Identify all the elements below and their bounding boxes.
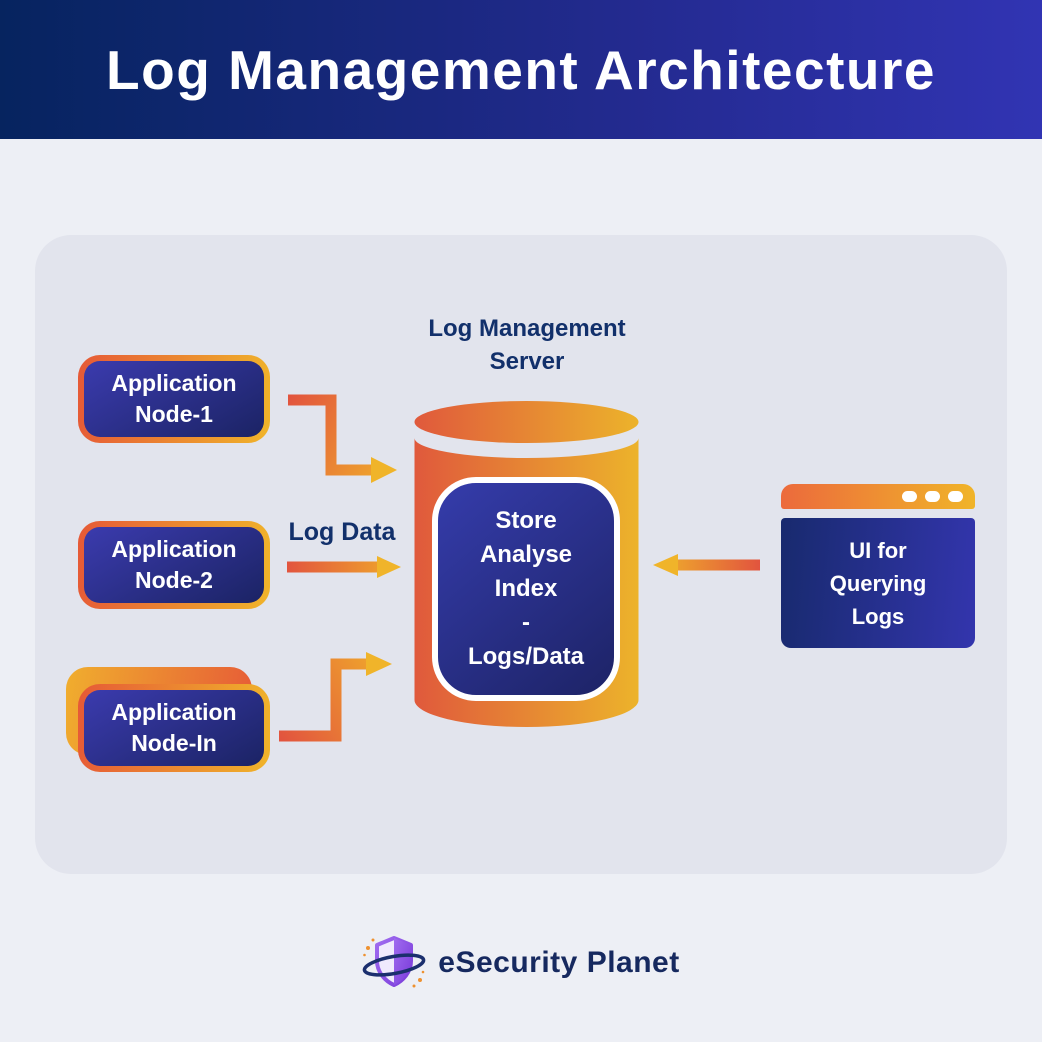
- app-node-1-label: Application Node-1: [84, 361, 264, 437]
- window-dot-icon: [948, 491, 963, 502]
- store-box-line: Index: [494, 575, 558, 602]
- node-label-line: Application: [111, 536, 237, 562]
- arrow-node1-to-server-icon: [288, 394, 397, 483]
- brand-footer: eSecurity Planet: [0, 934, 1042, 992]
- window-titlebar: [781, 484, 975, 509]
- ui-box-line: Logs: [851, 603, 905, 629]
- arrow-ui-to-server-icon: [653, 554, 760, 576]
- ui-box-line: UI for: [849, 537, 907, 563]
- node-label-line: Application: [111, 699, 237, 725]
- node-label-line: Node-1: [135, 401, 213, 427]
- shield-orbit-logo-icon: [362, 936, 426, 988]
- log-data-label: Log Data: [288, 518, 396, 546]
- app-node-2-label: Application Node-2: [84, 527, 264, 603]
- store-box-line: -: [522, 609, 530, 636]
- store-analyse-index-box: Store Analyse Index - Logs/Data: [432, 477, 620, 701]
- store-box-line: Analyse: [479, 541, 573, 568]
- arrow-noden-to-server-icon: [279, 652, 392, 742]
- server-label-line2: Server: [489, 348, 565, 375]
- app-node-n-label: Application Node-In: [84, 690, 264, 766]
- ui-query-window: UI for Querying Logs: [781, 484, 975, 648]
- server-label: Log Management Server: [390, 312, 664, 378]
- app-node-2: Application Node-2: [78, 521, 270, 609]
- cylinder-lid: [414, 401, 639, 443]
- arrow-node2-to-server-icon: [287, 556, 401, 578]
- window-dot-icon: [925, 491, 940, 502]
- ui-box-line: Querying: [829, 570, 927, 596]
- header-banner: Log Management Architecture: [0, 0, 1042, 139]
- server-label-line1: Log Management: [428, 315, 626, 342]
- app-node-n: Application Node-In: [78, 684, 270, 772]
- page-title: Log Management Architecture: [106, 38, 936, 101]
- app-node-1: Application Node-1: [78, 355, 270, 443]
- node-label-line: Node-2: [135, 567, 213, 593]
- node-label-line: Application: [111, 370, 237, 396]
- store-box-line: Store: [495, 507, 557, 534]
- store-box-line: Logs/Data: [467, 643, 584, 670]
- brand-name: eSecurity Planet: [438, 946, 680, 979]
- window-dot-icon: [902, 491, 917, 502]
- ui-query-window-label: UI for Querying Logs: [781, 518, 975, 648]
- node-label-line: Node-In: [131, 730, 217, 756]
